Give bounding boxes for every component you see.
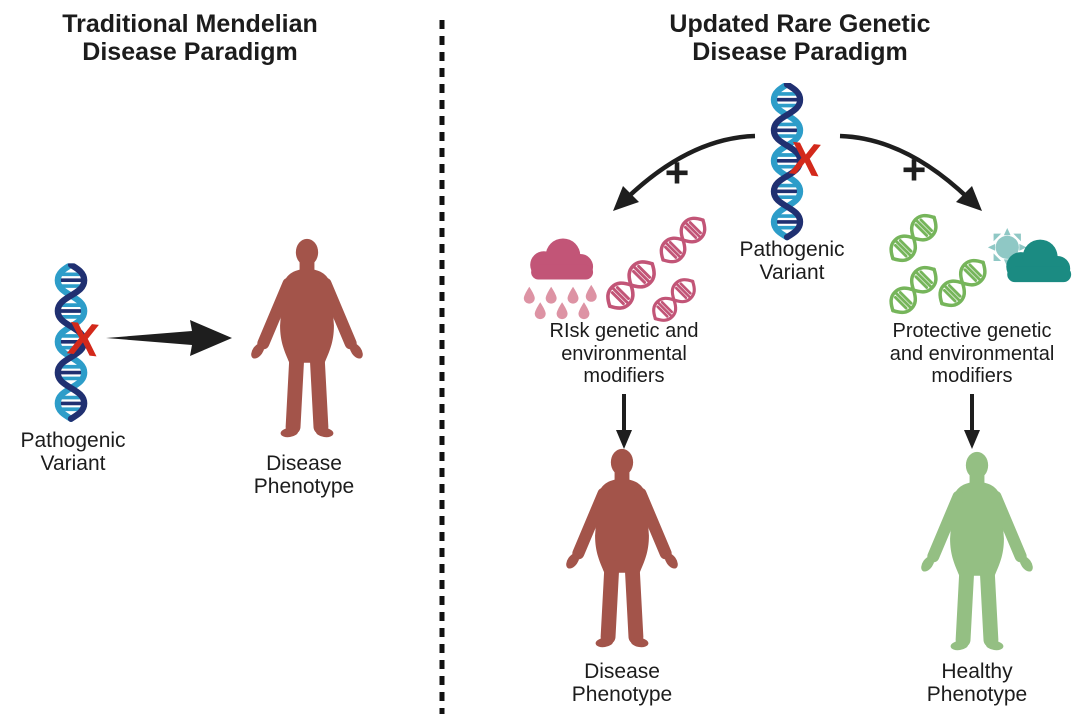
healthy-phenotype-figure [912, 450, 1042, 657]
sun-cloud-icon [987, 227, 1072, 283]
disease-phenotype-figure [557, 448, 687, 653]
down-arrow-icon [616, 394, 632, 449]
pathogenic-x-mark: X [787, 131, 824, 187]
curved-arrow-left-icon [613, 133, 756, 211]
curved-arrow-right-icon [839, 133, 982, 211]
rain-cloud-icon [523, 238, 597, 320]
pathogenic-variant-label: Pathogenic Variant [739, 238, 845, 284]
plus-sign-right: + [901, 146, 927, 193]
protective-modifiers-label: Protective genetic and environmental mod… [889, 320, 1055, 387]
disease-phenotype-figure [242, 238, 372, 443]
pathogenic-variant-label: Pathogenic Variant [20, 429, 126, 475]
arrow-right-icon [106, 320, 232, 356]
plus-sign-left: + [664, 149, 690, 196]
disease-phenotype-label: Disease Phenotype [571, 660, 673, 706]
right-panel-title: Updated Rare Genetic Disease Paradigm [669, 10, 931, 66]
healthy-phenotype-label: Healthy Phenotype [926, 660, 1028, 706]
disease-phenotype-label: Disease Phenotype [253, 452, 355, 498]
pathogenic-x-mark: X [65, 311, 102, 367]
down-arrow-icon [964, 394, 980, 449]
panel-divider [439, 20, 445, 714]
risk-modifiers-label: RIsk genetic and environmental modifiers [549, 320, 699, 387]
left-panel-title: Traditional Mendelian Disease Paradigm [62, 10, 318, 66]
